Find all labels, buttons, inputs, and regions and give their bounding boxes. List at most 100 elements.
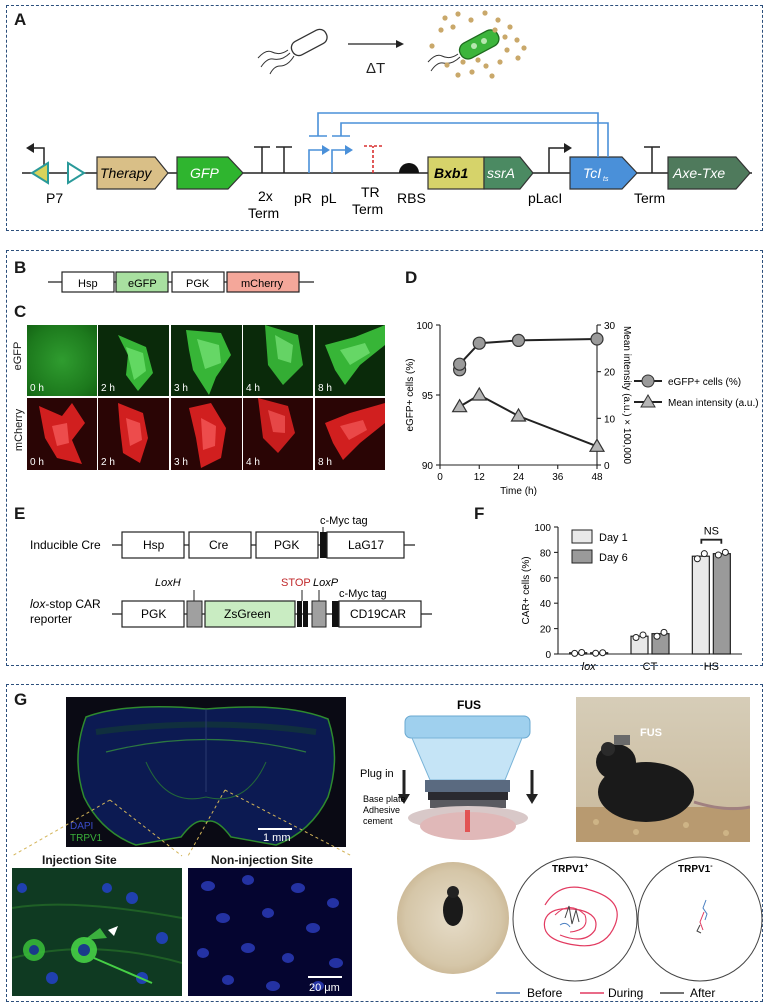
- f-y-tick-label: 0: [545, 650, 551, 661]
- placi-promoter: [548, 147, 566, 173]
- fus-device-diagram: FUS Plug in Base plate Adhesive cement: [360, 698, 538, 840]
- panel-label-g: G: [14, 690, 28, 709]
- d-x-tick-label: 0: [437, 472, 443, 483]
- f-point: [632, 633, 640, 641]
- b-pgk: PGK: [186, 278, 210, 290]
- d-x-label: Time (h): [500, 486, 537, 497]
- double-terminator: [254, 146, 292, 173]
- legend-during: During: [608, 986, 643, 1000]
- f-ns-bracket: [700, 538, 723, 544]
- delta-t-label: ΔT: [366, 60, 385, 77]
- tci-part: [569, 156, 638, 190]
- trpv1-neg-title: TRPV1-: [678, 863, 713, 875]
- f-point: [599, 649, 607, 657]
- tci-label: TcI: [583, 165, 601, 181]
- d-y2-tick-label: 30: [604, 321, 616, 332]
- c-egfp-0h: 0 h: [27, 325, 97, 396]
- d-legend-marker-1: [641, 374, 655, 388]
- c-egfp-2h: 2 h: [98, 325, 169, 396]
- f-y-tick-label: 20: [540, 625, 552, 636]
- bacterium-release-icon: [427, 10, 527, 79]
- f-legend-label: Day 6: [599, 552, 628, 564]
- pr-label: pR: [294, 190, 312, 206]
- term-2x-label-line2: Term: [248, 205, 279, 221]
- non-injection-site-title: Non-injection Site: [211, 853, 313, 867]
- injection-site-image: [12, 868, 182, 996]
- f-ns-label: NS: [704, 526, 719, 538]
- f-point: [592, 649, 600, 657]
- c-egfp-3h: 3 h: [171, 325, 242, 396]
- legend-before: Before: [527, 986, 563, 1000]
- e-cre-label: Inducible Cre: [30, 538, 101, 552]
- dapi-label: DAPI: [70, 821, 94, 832]
- f-category-label: CT: [643, 661, 658, 673]
- e-cre-lag17: LaG17: [348, 538, 384, 552]
- f-bar: [712, 553, 731, 655]
- f-point: [660, 628, 668, 636]
- d-egfp-point: [453, 357, 467, 371]
- f-y-label: CAR+ cells (%): [521, 556, 532, 624]
- panel-b-construct: Hsp eGFP PGK mCherry: [48, 271, 314, 293]
- base-plate-label: Base plate: [363, 794, 406, 804]
- bxb1-part: [427, 156, 485, 190]
- d-egfp-point: [590, 332, 604, 346]
- trpv1-label: TRPV1: [70, 833, 103, 844]
- panel-bf: [6, 250, 763, 666]
- d-x-tick-label: 48: [591, 472, 603, 483]
- p7-label: P7: [46, 190, 63, 206]
- plug-in-label: Plug in: [360, 768, 394, 780]
- ssra-label: ssrA: [487, 165, 515, 181]
- d-intensity-point: [588, 438, 606, 452]
- f-category-label: HS: [704, 661, 719, 673]
- d-y-tick-label: 100: [416, 321, 433, 332]
- d-legend-marker-2: [640, 394, 656, 408]
- f-point: [653, 632, 661, 640]
- d-y-label: eGFP+ cells (%): [405, 358, 416, 431]
- panel-label-a: A: [14, 10, 27, 29]
- term-2x-label-line1: 2x: [258, 188, 273, 204]
- d-legend-label-1: eGFP+ cells (%): [668, 377, 741, 388]
- d-x-tick-label: 24: [513, 472, 525, 483]
- mouse-photo: [576, 697, 750, 842]
- panel-label-b: B: [14, 258, 27, 277]
- d-series-intensity-line: [459, 393, 598, 448]
- panel-label-c: C: [14, 302, 27, 321]
- f-legend-swatch: [571, 549, 593, 564]
- arena-photo: [397, 862, 509, 974]
- scale-20um: 20 μm: [309, 982, 340, 994]
- panel-e-constructs: Inducible Cre Hsp Cre PGK LaG17 c-Myc ta…: [30, 515, 432, 628]
- f-legend-swatch: [571, 529, 593, 544]
- axe-txe-label: Axe-Txe: [672, 165, 725, 181]
- e-loxh: LoxH: [155, 577, 181, 589]
- panel-a-diagram: ΔT P7 Therapy GFP 2x Ter: [22, 10, 752, 221]
- e-cmyc-2: c-Myc tag: [339, 588, 387, 600]
- f-point: [693, 555, 701, 563]
- c-mcherry-8h: 8 h: [315, 398, 385, 470]
- e-stop: STOP: [281, 577, 311, 589]
- trpv1-pos-title: TRPV1+: [552, 863, 588, 875]
- d-x-tick-label: 36: [552, 472, 564, 483]
- bxb1-label: Bxb1: [434, 165, 468, 181]
- e-rep-label-2: reporter: [30, 612, 72, 626]
- d-y2-label: Mean intensity (a.u.) × 100,000: [621, 326, 632, 465]
- axe-txe-part: [667, 156, 751, 190]
- c-mcherry-2h: 2 h: [98, 398, 169, 470]
- scale-1mm: 1 mm: [263, 832, 291, 844]
- d-egfp-point: [511, 333, 526, 347]
- panel-label-d: D: [405, 268, 418, 287]
- cement-label: cement: [363, 816, 393, 826]
- f-point: [578, 648, 586, 656]
- tr-terminator: [364, 145, 382, 173]
- brain-section-image: [66, 697, 346, 847]
- b-egfp: eGFP: [128, 278, 157, 290]
- f-y-tick-label: 100: [534, 523, 551, 534]
- panel-a: [6, 5, 763, 231]
- d-egfp-point: [472, 336, 486, 350]
- panel-label-f: F: [474, 504, 485, 523]
- d-intensity-point: [510, 407, 527, 422]
- bacterium-icon: [257, 28, 328, 75]
- placi-label: pLacI: [528, 190, 562, 206]
- tci-repression-lines: [309, 112, 609, 157]
